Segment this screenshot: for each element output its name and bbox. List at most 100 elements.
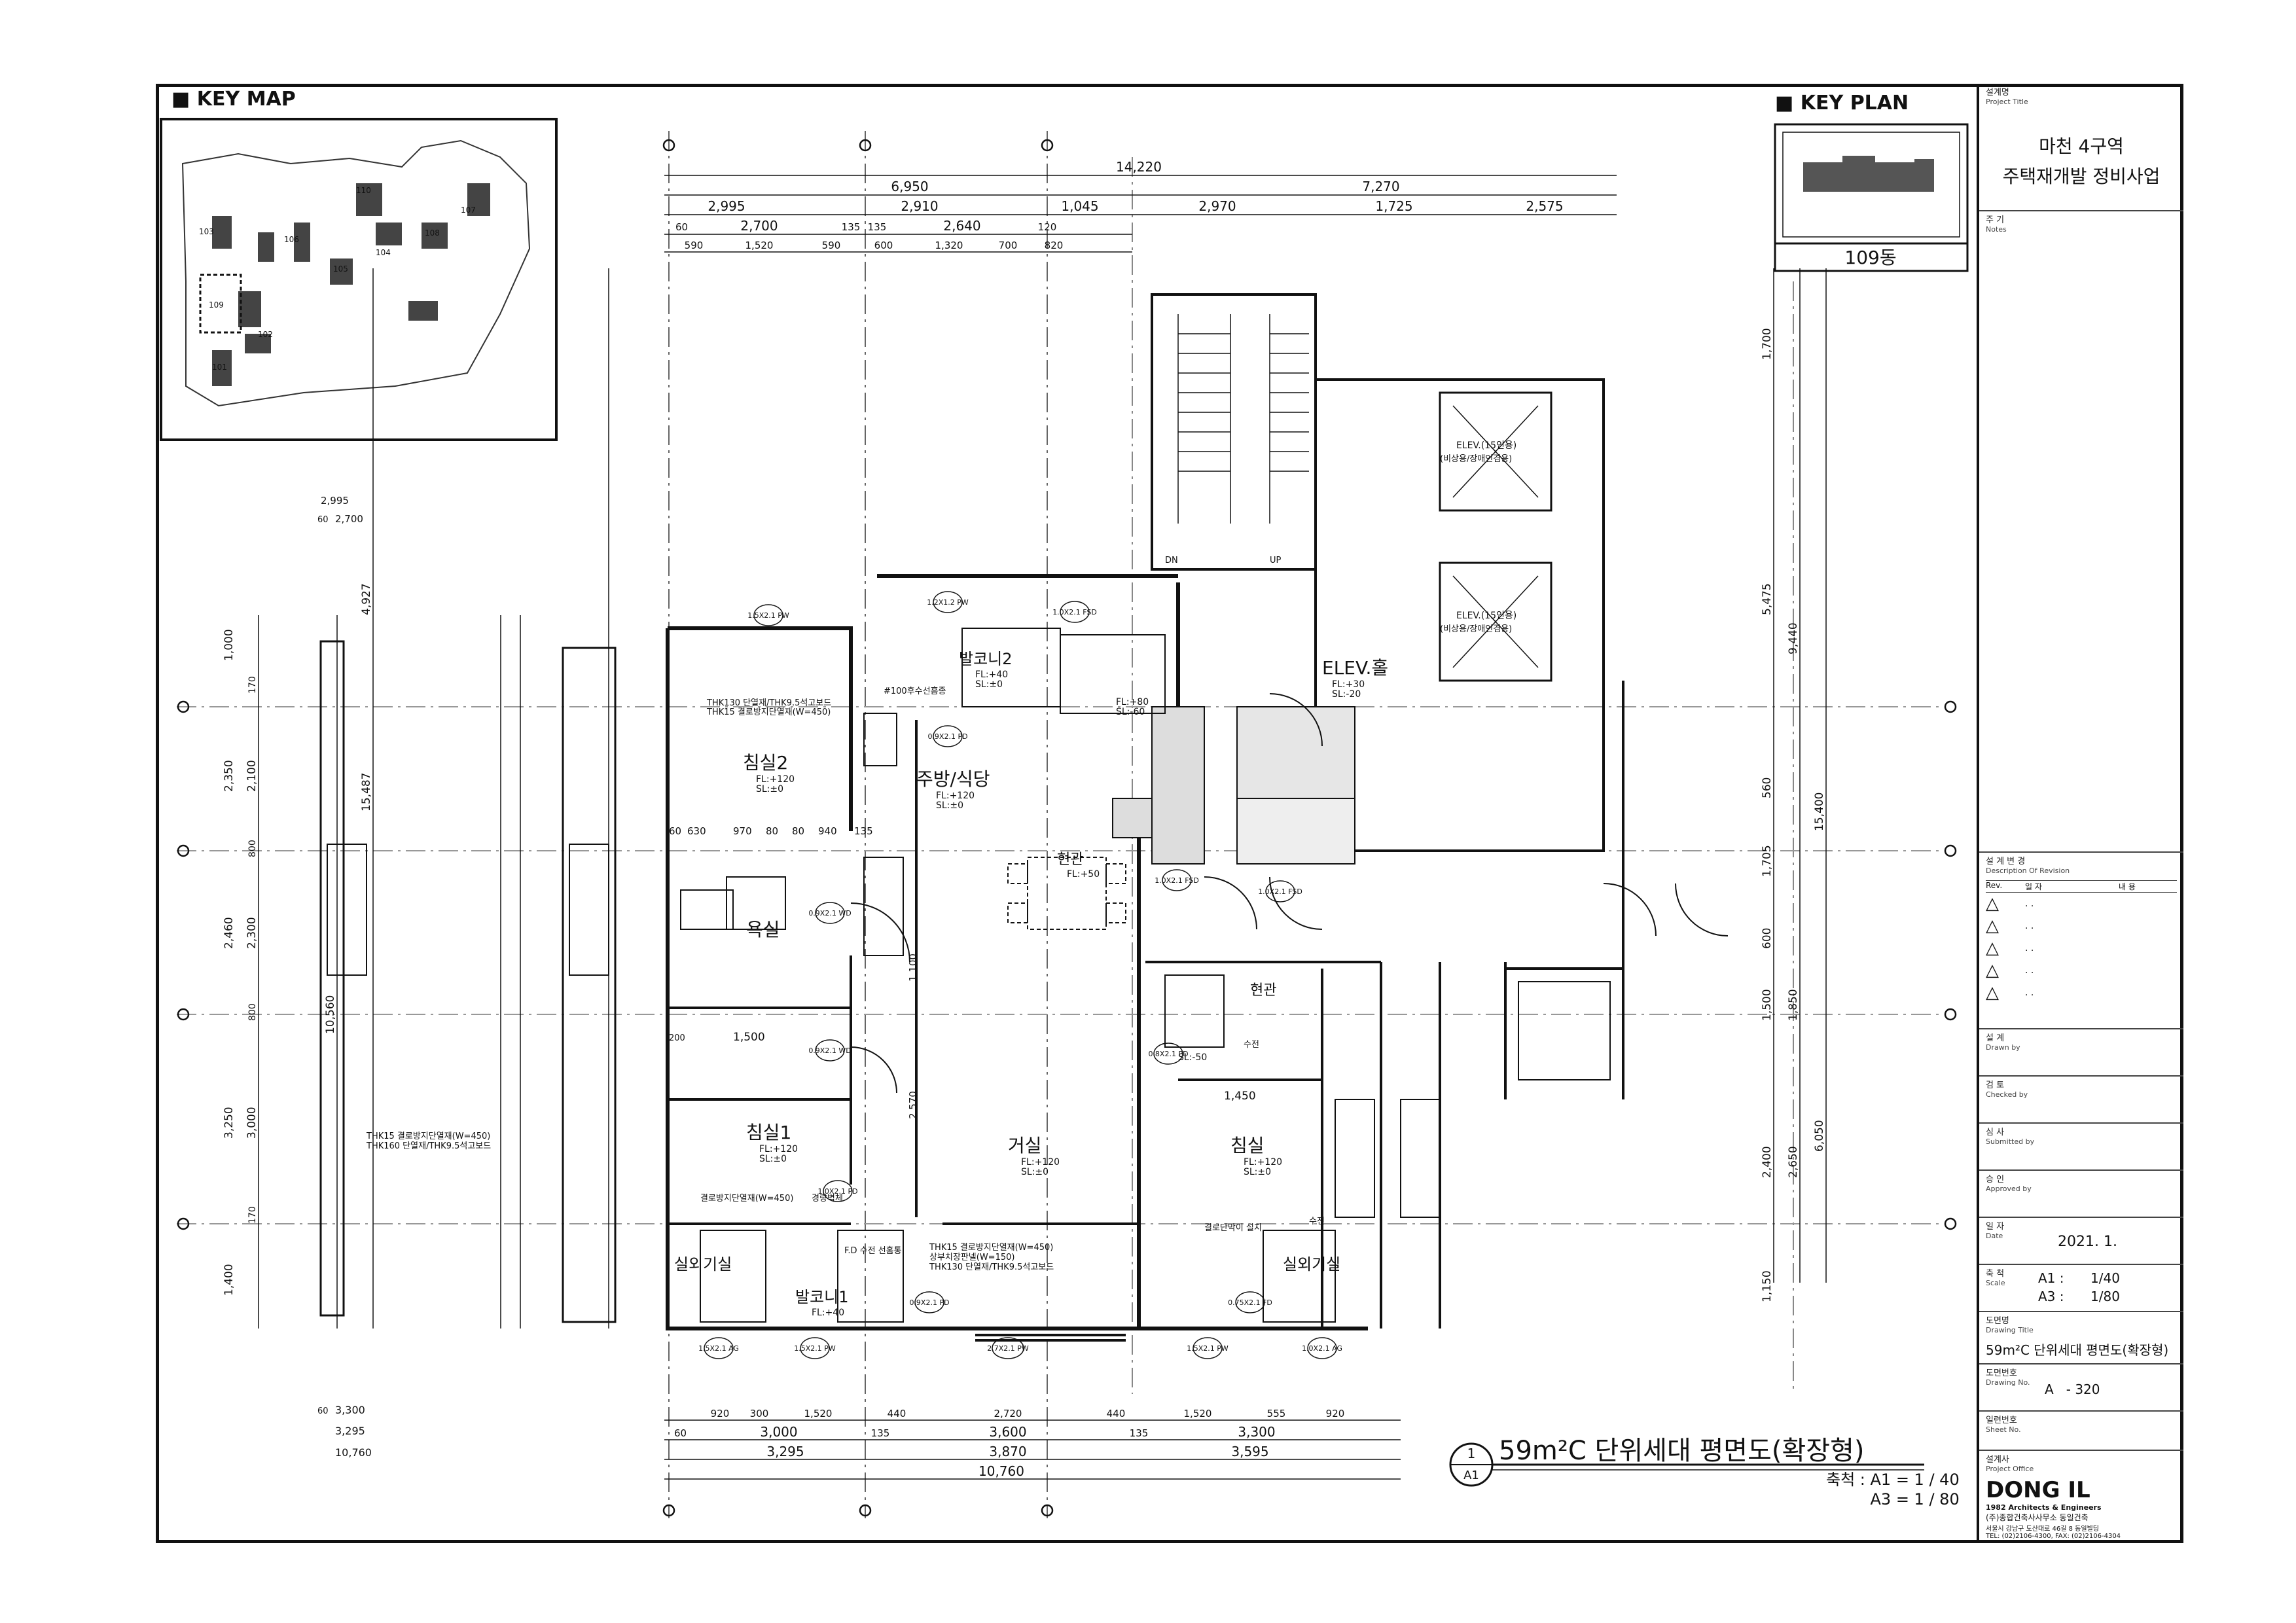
dim-left-total-1: 15,487 — [360, 773, 373, 812]
svg-text:0.9X2.1 WD: 0.9X2.1 WD — [808, 1046, 851, 1055]
dim-top-r2-4: 1,725 — [1375, 198, 1412, 214]
drawing-scale: 축척 : A1 = 1 / 40 A3 = 1 / 80 — [1826, 1470, 1960, 1509]
project-name-2: 주택재개발 정비사업 — [2002, 166, 2161, 187]
svg-text:2.7X2.1 PW: 2.7X2.1 PW — [987, 1344, 1029, 1353]
key-map-label-107: 107 — [461, 205, 476, 215]
dim-top-r2-1: 2,910 — [901, 198, 938, 214]
level-util-fl: FL:+80 — [1116, 697, 1149, 707]
dim-right-9: 1,150 — [1761, 1270, 1774, 1302]
dim-bottom-total: 10,760 — [978, 1463, 1024, 1479]
level-balcony2-sl: SL:±0 — [975, 679, 1003, 690]
key-map-label-103: 103 — [199, 227, 214, 236]
room-outdoor2: 실외기실 — [1283, 1255, 1340, 1274]
dim-left2-0: 170 — [247, 676, 258, 694]
dim-inner-9: 1,100 — [907, 954, 919, 982]
window-tag-5: 1.5X2.1 PW — [1187, 1337, 1229, 1359]
room-kitchen: 주방/식당 — [916, 768, 990, 790]
level-util-sl: SL:-60 — [1116, 707, 1145, 717]
room-elev2: ELEV.(15인용) — [1456, 611, 1516, 621]
key-plan: 109동 — [1774, 123, 1969, 272]
dim-inner-8: 1,450 — [1224, 1090, 1256, 1103]
dim-top-r1-1: 7,270 — [1362, 179, 1399, 194]
tb-revisions: 설 계 변 경 Description Of Revision Rev. 일 자… — [1979, 853, 2183, 1029]
tb-project: 설계명 Project Title 마천 4구역 주택재개발 정비사업 — [1979, 84, 2183, 211]
key-map-label-106: 106 — [284, 235, 299, 244]
key-map-label-102: 102 — [258, 330, 273, 339]
drawing-title-marker: 1 A1 — [1449, 1442, 1924, 1487]
window-tag-6: 1.0X2.1 AG — [1302, 1337, 1342, 1359]
note-2: #100후수선흠종 — [884, 687, 946, 696]
window-tag-4: 1.5X2.1 PW — [794, 1337, 836, 1359]
dim-right-7: 2,400 — [1761, 1146, 1774, 1178]
dim-left-0: 1,000 — [223, 629, 236, 661]
dim-left-4: 1,400 — [223, 1264, 236, 1296]
level-entrance-fl: FL:+50 — [1067, 869, 1100, 880]
level-bedroom2-fl: FL:+120 — [756, 774, 795, 785]
level-bedroom1-fl: FL:+120 — [759, 1144, 798, 1154]
level-bedroom-fl: FL:+120 — [1244, 1157, 1282, 1168]
dim-top-r3-4: 2,640 — [943, 218, 980, 234]
dim-left-bottom-2: 3,295 — [335, 1425, 365, 1437]
drawing-sheet-border — [156, 84, 2183, 1543]
dim-bottom-r3-1: 300 — [750, 1408, 769, 1419]
svg-text:0.75X2.1 FD: 0.75X2.1 FD — [1228, 1298, 1272, 1307]
room-elev-hall: ELEV.홀 — [1322, 657, 1388, 679]
dim-right-5: 1,850 — [1787, 989, 1800, 1021]
dim-inner-4: 80 — [792, 825, 804, 837]
note-10: 결로단막이 설치 — [1204, 1223, 1262, 1233]
dim-inner-7: 1,500 — [733, 1031, 765, 1044]
dim-bottom-r3-5: 440 — [1107, 1408, 1126, 1419]
key-map-label-110: 110 — [356, 186, 371, 195]
drawing-scale-a3: A3 = 1 / 80 — [1870, 1490, 1960, 1508]
dim-right-4: 600 — [1761, 928, 1774, 949]
dim-left-small-2: 2,700 — [335, 513, 363, 525]
room-entrance: 현관 — [1057, 851, 1083, 868]
dim-bottom-r2-4: 135 — [1130, 1427, 1149, 1439]
dim-left-2: 2,460 — [223, 917, 236, 949]
dim-left-3: 3,250 — [223, 1107, 236, 1139]
dim-inner-10: 2,570 — [907, 1091, 919, 1119]
door-tag-11: 0.9X2.1 PD — [927, 725, 968, 747]
svg-text:0.9X2.1 WD: 0.9X2.1 WD — [808, 909, 851, 918]
floor-plan: 14,220 6,950 7,270 2,995 2,910 1,045 2,9… — [177, 131, 1957, 1518]
key-plan-title: ■ KEY PLAN — [1775, 92, 1909, 115]
room-bedroom2: 침실2 — [743, 752, 788, 774]
level-bath2-sl: SL:-50 — [1178, 1052, 1207, 1063]
note-0: THK130 단열재/THK9.5석고보드 — [706, 698, 831, 708]
note-4: THK160 단열재/THK9.5석고보드 — [366, 1141, 491, 1151]
drawing-title-no: 1 — [1467, 1446, 1476, 1461]
svg-text:1.0X2.1 FSD: 1.0X2.1 FSD — [1258, 887, 1302, 896]
dim-left-1: 2,350 — [223, 760, 236, 792]
revision-list: △. . △. . △. . △. . △. . — [1986, 894, 2034, 1003]
door-tag-13: 0.8X2.1 PD — [1148, 1043, 1189, 1065]
stair-dn: DN — [1165, 556, 1178, 565]
dim-right-1: 5,475 — [1761, 583, 1774, 615]
dim-right-2: 560 — [1761, 777, 1774, 798]
svg-text:0.9X2.1 PD: 0.9X2.1 PD — [927, 732, 967, 741]
note-8: 결로방지단열재(W=450) — [700, 1194, 793, 1204]
room-bedroom: 침실 — [1230, 1135, 1265, 1156]
door-tag-12: 1.0X2.1 FSD — [1052, 601, 1097, 623]
note-13: F.D 수전 선홈통 — [844, 1246, 902, 1256]
key-map-label-109: 109 — [209, 300, 224, 310]
dim-bottom-r2-1: 3,000 — [760, 1424, 797, 1440]
dim-top-r2-0: 2,995 — [708, 198, 745, 214]
dim-bottom-r3-6: 1,520 — [1184, 1408, 1212, 1419]
dim-left2-1: 2,100 — [245, 760, 259, 792]
dim-top-r3-0: 60 — [675, 221, 688, 233]
svg-text:1.5X2.1 PW: 1.5X2.1 PW — [1187, 1344, 1229, 1353]
dim-top-r4-2: 590 — [822, 240, 841, 251]
key-map-label-101: 101 — [212, 363, 227, 372]
room-outdoor1: 실외기실 — [674, 1255, 732, 1274]
dim-left2-2: 800 — [247, 840, 258, 857]
dim-top-r4-6: 820 — [1045, 240, 1064, 251]
key-map-title: ■ KEY MAP — [171, 88, 296, 111]
dim-bottom-r3-7: 555 — [1267, 1408, 1286, 1419]
dim-top-r3-3: 135 — [868, 221, 887, 233]
key-map-label-104: 104 — [376, 248, 391, 257]
dim-bottom-r2-5: 3,300 — [1238, 1424, 1275, 1440]
